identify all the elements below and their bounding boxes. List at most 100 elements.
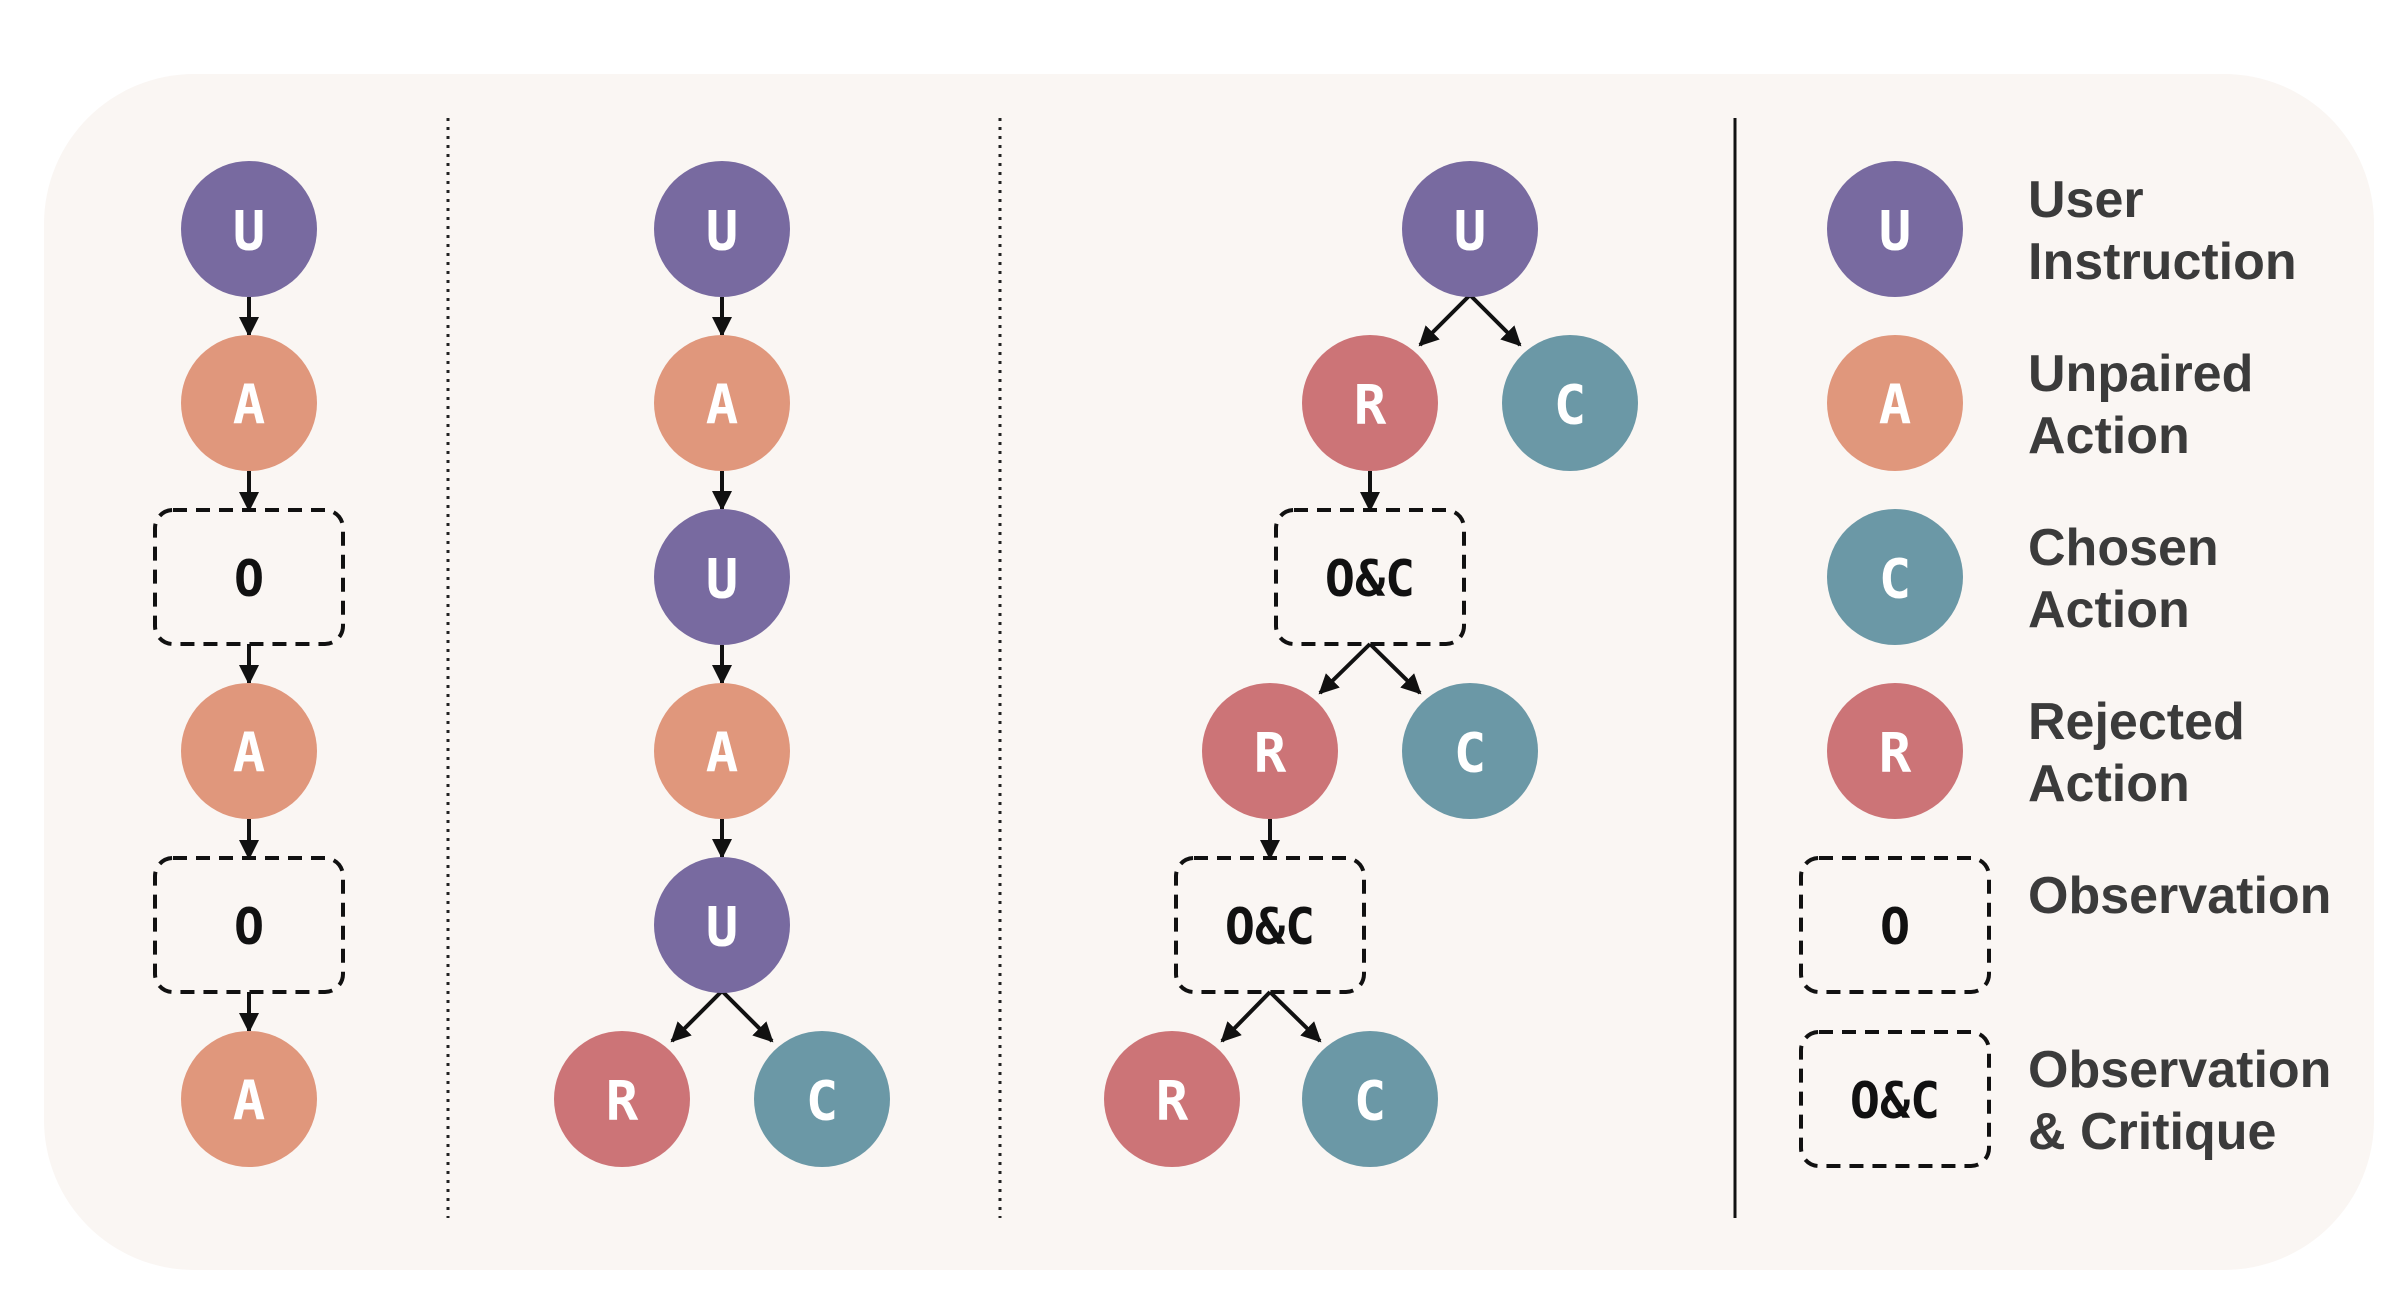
col2-node-chosen-letter: C <box>806 1070 839 1133</box>
col3-node-rejected-2: R <box>1202 683 1338 819</box>
legend-item-o-icon-dashed-box <box>1799 856 1991 994</box>
col3-edge-oc1-r2 <box>1318 642 1372 695</box>
col3-node-user: U <box>1402 161 1538 297</box>
col2-node-3-circle <box>654 683 790 819</box>
legend-item-r-icon: R <box>1827 683 1963 819</box>
col3-node-rejected-3-letter: R <box>1156 1070 1189 1133</box>
legend-item-a-label-line1: Unpaired <box>2028 345 2253 403</box>
col3-node-rejected-1: R <box>1302 335 1438 471</box>
col2-node-rejected-circle <box>554 1031 690 1167</box>
col3-node-rejected-3-circle <box>1104 1031 1240 1167</box>
legend-item-u-icon: U <box>1827 161 1963 297</box>
col1-node-4-label: O <box>234 898 264 956</box>
legend-item-c-label-line1: Chosen <box>2028 519 2219 577</box>
col3-edge-oc1-c2 <box>1368 642 1422 695</box>
col2-node-1-circle <box>654 335 790 471</box>
legend-item-a-icon: A <box>1827 335 1963 471</box>
legend-item-oc-icon-label: O&C <box>1850 1072 1940 1130</box>
legend-item-u-icon-circle <box>1827 161 1963 297</box>
col2-node-4-circle <box>654 857 790 993</box>
col1-node-2: O <box>153 508 345 646</box>
col2-node-4-letter: U <box>706 896 739 959</box>
legend-item-c-icon: C <box>1827 509 1963 645</box>
col3-node-chosen-2-letter: C <box>1454 722 1487 785</box>
col2-node-rejected: R <box>554 1031 690 1167</box>
col2-node-1: A <box>654 335 790 471</box>
col3-node-oc-1: O&C <box>1274 508 1466 646</box>
col3-node-rejected-1-letter: R <box>1354 374 1387 437</box>
col3-node-chosen-1: C <box>1502 335 1638 471</box>
col1-node-0: U <box>181 161 317 297</box>
legend-item-a-icon-circle <box>1827 335 1963 471</box>
col1-node-2-dashed-box <box>153 508 345 646</box>
col2-node-3-letter: A <box>706 722 739 785</box>
legend-item-u-icon-letter: U <box>1879 200 1912 263</box>
col3-node-user-letter: U <box>1454 200 1487 263</box>
col3-node-rejected-2-letter: R <box>1254 722 1287 785</box>
edges <box>239 293 1522 1043</box>
col3-node-chosen-3-circle <box>1302 1031 1438 1167</box>
legend-item-o-icon: O <box>1799 856 1991 994</box>
col1-node-1-circle <box>181 335 317 471</box>
col3-node-chosen-3: C <box>1302 1031 1438 1167</box>
col3-node-chosen-1-letter: C <box>1554 374 1587 437</box>
col3-node-rejected-2-circle <box>1202 683 1338 819</box>
col2-node-chosen: C <box>754 1031 890 1167</box>
col1-node-3-circle <box>181 683 317 819</box>
legend-item-oc-label-line2: & Critique <box>2028 1103 2276 1161</box>
col2-node-2-circle <box>654 509 790 645</box>
col2-node-0-circle <box>654 161 790 297</box>
legend-item-u-label-line1: User <box>2028 171 2144 229</box>
col1-node-0-letter: U <box>233 200 266 263</box>
col1-node-3: A <box>181 683 317 819</box>
col3-node-user-circle <box>1402 161 1538 297</box>
col1-node-5-letter: A <box>233 1070 266 1133</box>
col2-node-3: A <box>654 683 790 819</box>
col3-node-chosen-1-circle <box>1502 335 1638 471</box>
col2-node-chosen-circle <box>754 1031 890 1167</box>
col3-node-rejected-1-circle <box>1302 335 1438 471</box>
col2-node-rejected-letter: R <box>606 1070 639 1133</box>
col3-node-chosen-2-circle <box>1402 683 1538 819</box>
col1-node-5-circle <box>181 1031 317 1167</box>
col3-node-oc-1-label: O&C <box>1325 550 1415 608</box>
legend-item-r-icon-circle <box>1827 683 1963 819</box>
legend-item-r-icon-letter: R <box>1879 722 1912 785</box>
col3-node-oc-1-dashed-box <box>1274 508 1466 646</box>
legend-item-u-label-line2: Instruction <box>2028 233 2297 291</box>
col3-node-oc-2-dashed-box <box>1174 856 1366 994</box>
legend-item-o: O Observation <box>1799 856 2331 994</box>
col1-node-4: O <box>153 856 345 994</box>
col3-node-oc-2: O&C <box>1174 856 1366 994</box>
legend-item-a-icon-letter: A <box>1879 374 1912 437</box>
legend-item-r-label-line2: Action <box>2028 755 2190 813</box>
col2-node-2-letter: U <box>706 548 739 611</box>
col1-node-1-letter: A <box>233 374 266 437</box>
col3-edge-u-r1 <box>1418 293 1472 347</box>
legend-item-oc-icon: O&C <box>1799 1030 1991 1168</box>
col1-node-2-label: O <box>234 550 264 608</box>
col2-node-4: U <box>654 857 790 993</box>
col2-edge-branch-c <box>720 989 774 1043</box>
col1-node-1: A <box>181 335 317 471</box>
col2-node-1-letter: A <box>706 374 739 437</box>
col3-node-oc-2-label: O&C <box>1225 898 1315 956</box>
col3-edge-u-c1 <box>1468 293 1522 347</box>
legend-item-c-icon-letter: C <box>1879 548 1912 611</box>
col1-node-4-dashed-box <box>153 856 345 994</box>
col3-edge-oc2-r3 <box>1220 990 1272 1043</box>
legend-item-o-icon-label: O <box>1880 898 1910 956</box>
col2-node-2: U <box>654 509 790 645</box>
legend-item-oc-icon-dashed-box <box>1799 1030 1991 1168</box>
legend-item-o-label-line1: Observation <box>2028 867 2331 925</box>
col1-node-0-circle <box>181 161 317 297</box>
legend-item-c-label-line2: Action <box>2028 581 2190 639</box>
